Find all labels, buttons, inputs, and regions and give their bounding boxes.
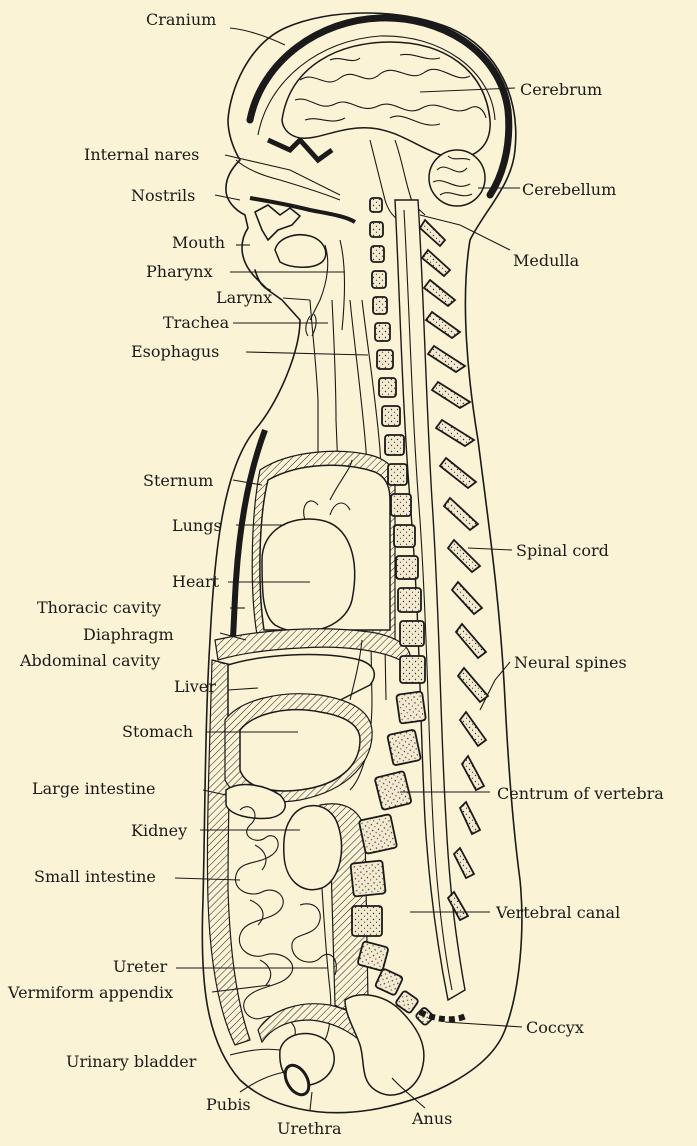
label-pharynx: Pharynx bbox=[146, 262, 213, 281]
label-mouth: Mouth bbox=[172, 233, 225, 252]
thoracic-cavity bbox=[252, 451, 395, 640]
label-cranium: Cranium bbox=[146, 10, 216, 29]
label-internal-nares: Internal nares bbox=[84, 145, 199, 164]
label-cerebrum: Cerebrum bbox=[520, 80, 602, 99]
label-coccyx: Coccyx bbox=[526, 1018, 584, 1037]
label-pubis: Pubis bbox=[206, 1095, 251, 1114]
label-kidney: Kidney bbox=[131, 821, 187, 840]
label-stomach: Stomach bbox=[122, 722, 193, 741]
label-small-intestine: Small intestine bbox=[34, 867, 156, 886]
label-larynx: Larynx bbox=[216, 288, 272, 307]
label-nostrils: Nostrils bbox=[131, 186, 195, 205]
label-centrum-of-vertebra: Centrum of vertebra bbox=[497, 784, 664, 803]
label-neural-spines: Neural spines bbox=[514, 653, 627, 672]
label-liver: Liver bbox=[174, 677, 216, 696]
label-sternum: Sternum bbox=[143, 471, 213, 490]
label-cerebellum: Cerebellum bbox=[522, 180, 616, 199]
label-diaphragm: Diaphragm bbox=[83, 625, 174, 644]
label-ureter: Ureter bbox=[113, 957, 168, 976]
cerebrum bbox=[282, 42, 490, 158]
label-medulla: Medulla bbox=[513, 251, 580, 270]
label-esophagus: Esophagus bbox=[131, 342, 219, 361]
label-lungs: Lungs bbox=[172, 516, 222, 535]
kidney bbox=[284, 806, 342, 890]
label-urinary-bladder: Urinary bladder bbox=[66, 1052, 197, 1071]
label-thoracic-cavity: Thoracic cavity bbox=[37, 598, 161, 617]
label-large-intestine: Large intestine bbox=[32, 779, 155, 798]
label-abdominal-cavity: Abdominal cavity bbox=[19, 651, 160, 670]
label-anus: Anus bbox=[411, 1109, 452, 1128]
label-spinal-cord: Spinal cord bbox=[516, 541, 609, 560]
label-vertebral-canal: Vertebral canal bbox=[495, 903, 620, 922]
label-trachea: Trachea bbox=[163, 313, 230, 332]
label-heart: Heart bbox=[172, 572, 220, 591]
cerebellum bbox=[429, 150, 485, 206]
label-vermiform-appendix: Vermiform appendix bbox=[7, 983, 173, 1002]
label-urethra: Urethra bbox=[277, 1119, 342, 1138]
